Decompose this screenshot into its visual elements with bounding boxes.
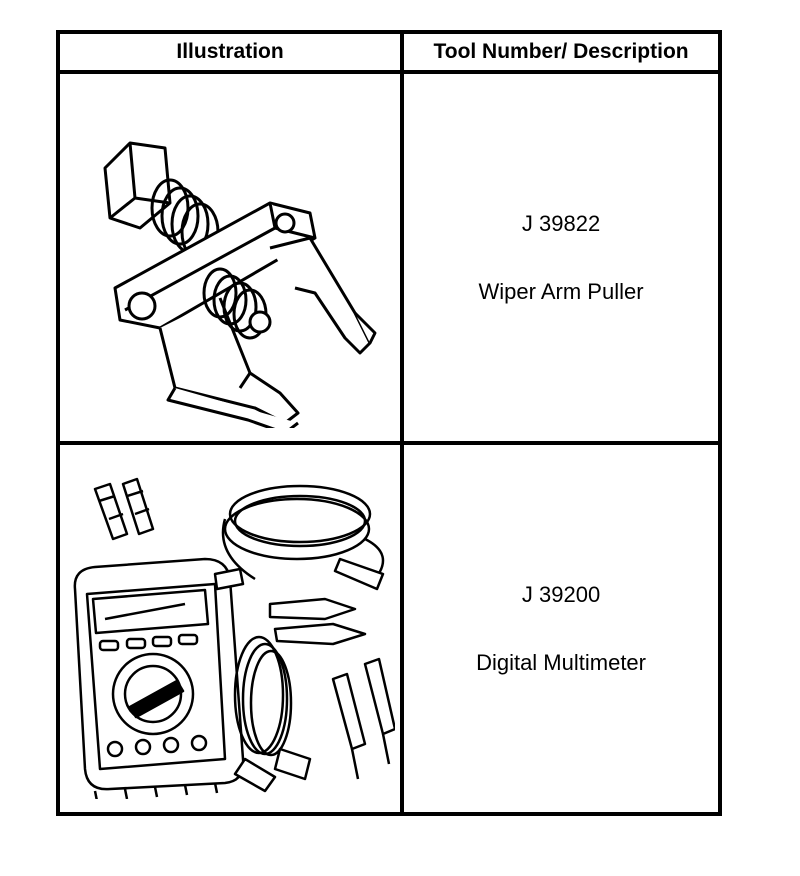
special-tools-table: Illustration Tool Number/ Description (55, 30, 722, 816)
illustration-cell (55, 70, 405, 445)
tool-name: Wiper Arm Puller (478, 278, 644, 304)
illustration-cell (55, 441, 405, 816)
table-header-row: Illustration Tool Number/ Description (55, 30, 722, 74)
tool-name: Digital Multimeter (476, 649, 646, 675)
wiper-arm-puller-icon (103, 141, 377, 428)
table-row: J 39822 Wiper Arm Puller (55, 70, 722, 445)
header-illustration: Illustration (55, 30, 405, 74)
table-row: J 39200 Digital Multimeter (55, 441, 722, 816)
tool-number: J 39200 (521, 581, 601, 607)
description-cell: J 39200 Digital Multimeter (400, 441, 722, 816)
tool-number: J 39822 (521, 210, 601, 236)
digital-multimeter-icon (73, 477, 396, 799)
description-cell: J 39822 Wiper Arm Puller (400, 70, 722, 445)
header-tool-number-description: Tool Number/ Description (400, 30, 722, 74)
